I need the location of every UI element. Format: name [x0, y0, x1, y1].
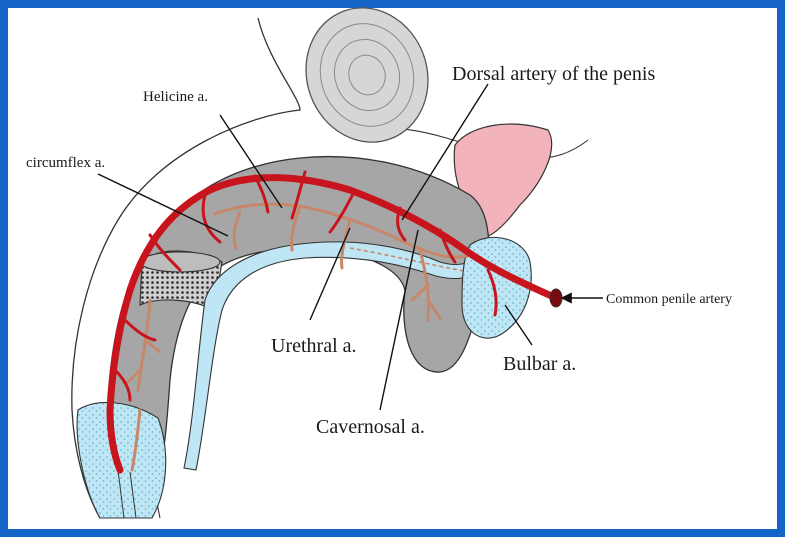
label-common-penile-artery: Common penile artery: [606, 292, 732, 307]
label-helicine: Helicine a.: [143, 89, 208, 105]
label-urethral: Urethral a.: [271, 335, 357, 357]
label-bulbar: Bulbar a.: [503, 353, 576, 375]
artery-origin: [550, 289, 562, 307]
label-cavernosal: Cavernosal a.: [316, 416, 425, 438]
label-dorsal-artery: Dorsal artery of the penis: [452, 63, 655, 85]
label-circumflex: circumflex a.: [26, 155, 105, 171]
